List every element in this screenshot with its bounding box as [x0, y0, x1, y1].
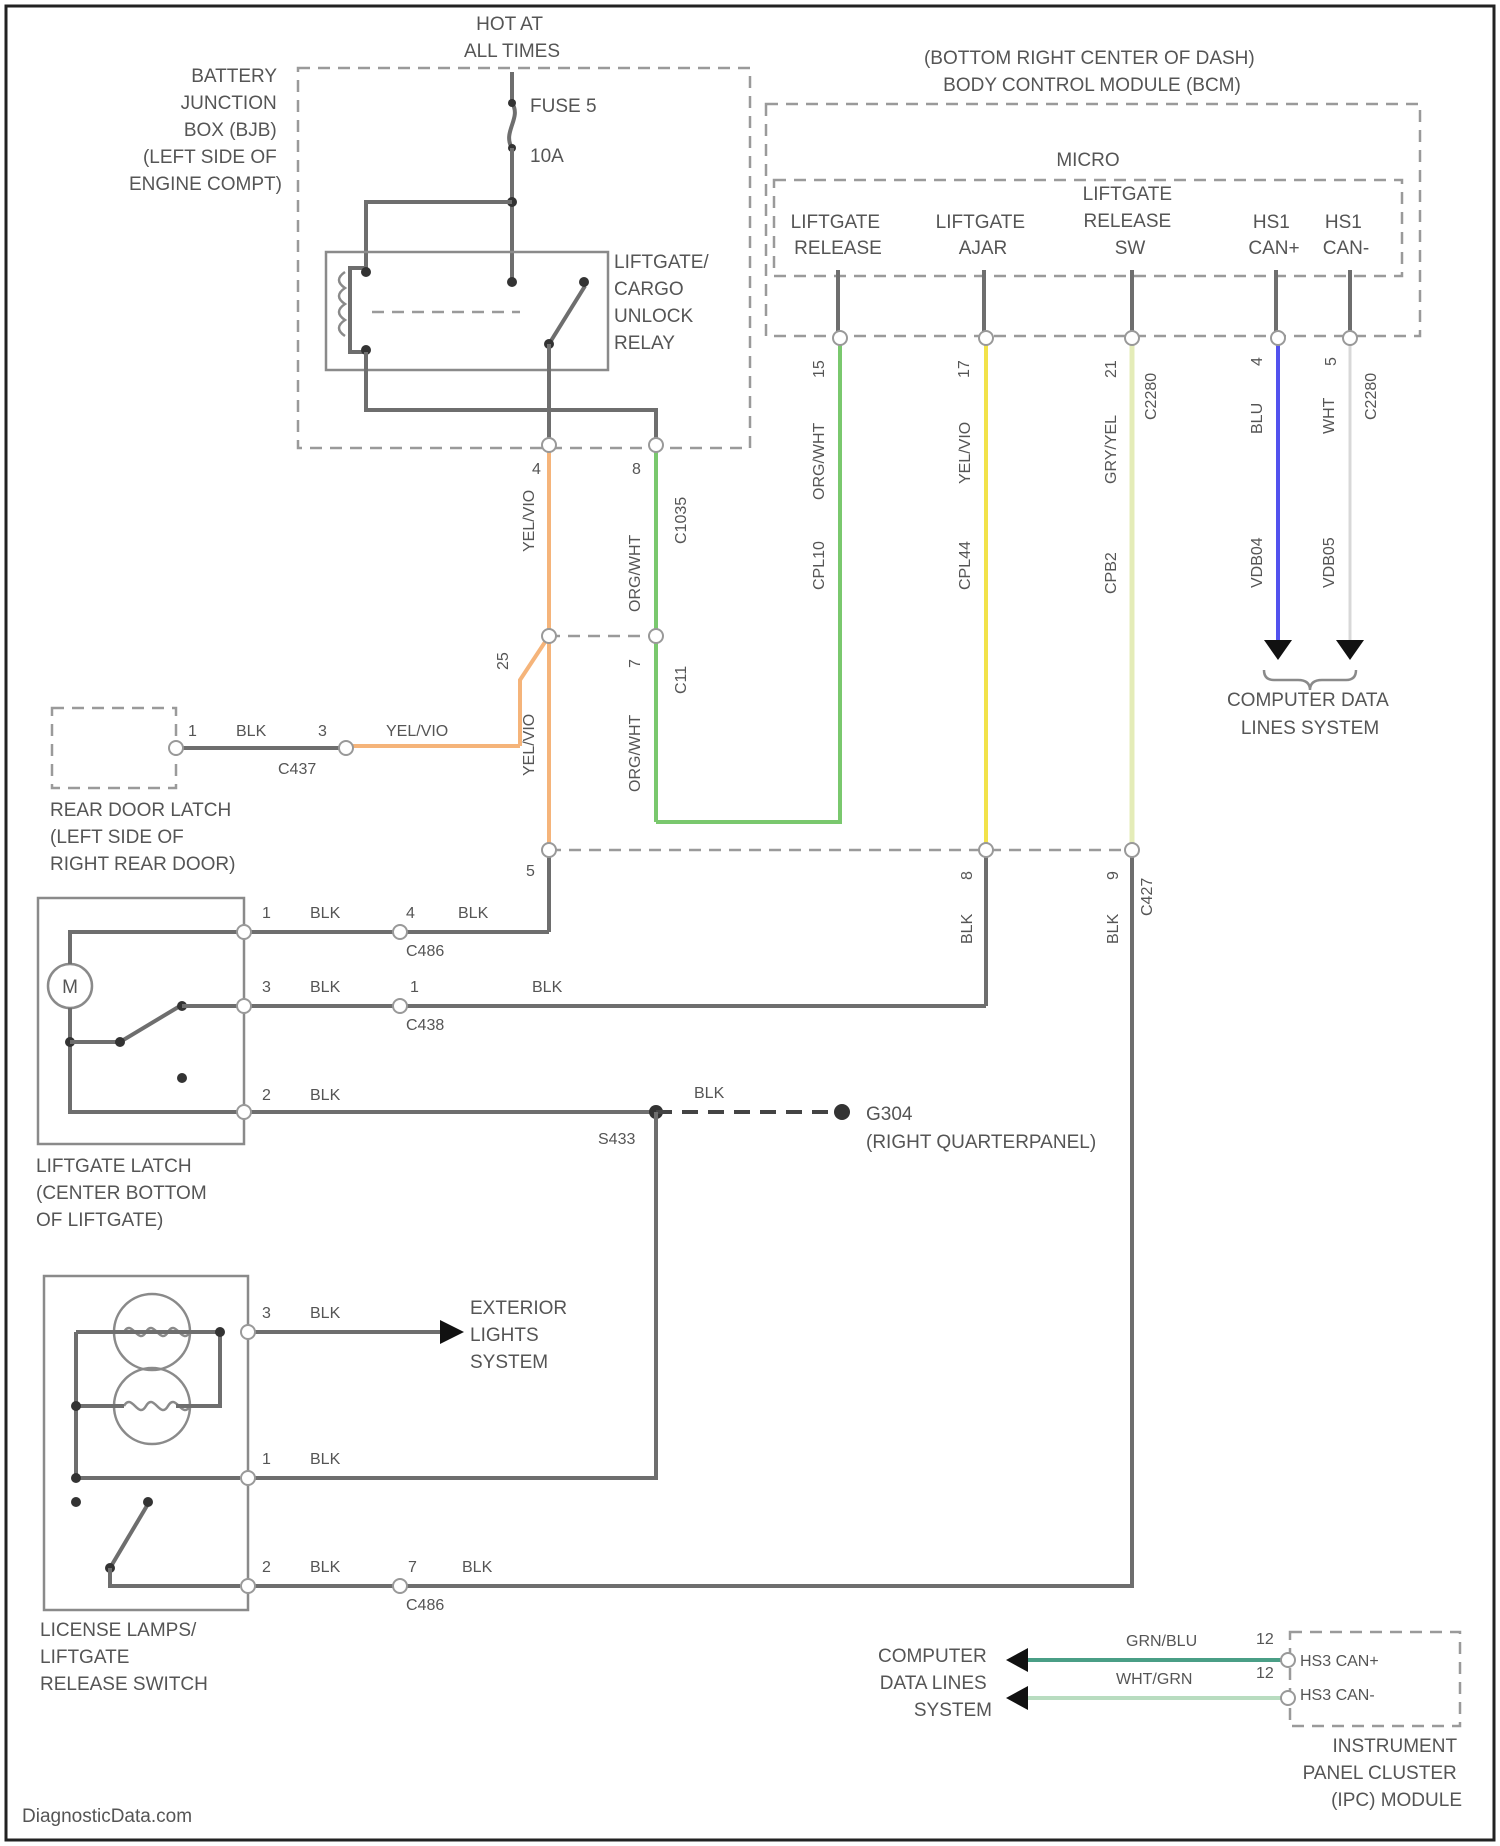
- fuse-rating: 10A: [530, 146, 564, 167]
- wire-label-wht: WHT: [1321, 397, 1338, 434]
- wire-label-blk-l3b: BLK: [532, 979, 563, 996]
- wire-label-wht-grn: WHT/GRN: [1116, 1671, 1192, 1688]
- wire-label-c427: C427: [1139, 878, 1156, 916]
- wire-label-cpl10: CPL10: [811, 541, 828, 590]
- lamp-pin-1: 1: [262, 1451, 271, 1468]
- bottom-pin-8: 8: [959, 871, 976, 880]
- relay-switch-arm: [549, 286, 585, 344]
- bcm-pin-label-liftgate-ajar: LIFTGATE AJAR: [936, 212, 1031, 259]
- wire-label-org-wht-2: ORG/WHT: [811, 422, 828, 500]
- wire-label-cpl44: CPL44: [957, 541, 974, 590]
- license-lamps-label: LICENSE LAMPS/ LIFTGATE RELEASE SWITCH: [40, 1620, 208, 1695]
- liftgate-latch-label: LIFTGATE LATCH (CENTER BOTTOM OF LIFTGAT…: [36, 1156, 212, 1231]
- bcm-pin-num-1: 15: [811, 360, 828, 378]
- latch-pin-1: 1: [262, 905, 271, 922]
- relay-coil: [339, 272, 345, 336]
- fuse-name: FUSE 5: [530, 96, 597, 117]
- wire-label-blk-rear: BLK: [236, 723, 267, 740]
- wire-label-blk-8: BLK: [959, 913, 976, 944]
- wire-label-blk-l2: BLK: [310, 1087, 341, 1104]
- bcm-pin-label-hs1-can-minus: HS1 CAN-: [1323, 212, 1369, 259]
- lamp-pin-3: 3: [262, 1305, 271, 1322]
- bjb-label: BATTERY JUNCTION BOX (BJB) (LEFT SIDE OF…: [129, 66, 282, 195]
- computer-data-lines-top-label: COMPUTER DATA LINES SYSTEM: [1227, 690, 1393, 739]
- splice-pin-25: 25: [495, 652, 512, 670]
- wire-label-vdb04: VDB04: [1249, 537, 1266, 588]
- bcm-pin-label-liftgate-release-sw: LIFTGATE RELEASE SW: [1083, 184, 1178, 259]
- bcm-label: (BOTTOM RIGHT CENTER OF DASH) BODY CONTR…: [924, 48, 1260, 96]
- wire-label-yel-vio: YEL/VIO: [521, 490, 538, 552]
- release-switch-arm: [110, 1504, 148, 1568]
- ipc-pin-num-1: 12: [1256, 1631, 1274, 1648]
- rear-door-latch-label: REAR DOOR LATCH (LEFT SIDE OF RIGHT REAR…: [50, 800, 237, 875]
- hot-at-all-times-label: HOT AT ALL TIMES: [464, 14, 560, 62]
- wire-label-blk-ground: BLK: [694, 1085, 725, 1102]
- lamp-pin-2: 2: [262, 1559, 271, 1576]
- wire-label-org-wht: ORG/WHT: [627, 534, 644, 612]
- wire-label-c1035: C1035: [673, 497, 690, 544]
- motor-label: M: [62, 977, 78, 998]
- bottom-pin-5: 5: [526, 863, 535, 880]
- wire-label-gry-yel: GRY/YEL: [1103, 415, 1120, 484]
- exterior-lights-label: EXTERIOR LIGHTS SYSTEM: [470, 1298, 572, 1373]
- wire-label-c438: C438: [406, 1017, 444, 1034]
- watermark: DiagnosticData.com: [22, 1806, 192, 1827]
- latch-switch-arm: [120, 1006, 180, 1042]
- rear-door-latch-box: [52, 708, 176, 788]
- wire-label-blu: BLU: [1249, 403, 1266, 434]
- latch-pin-2: 2: [262, 1087, 271, 1104]
- bcm-micro-label: MICRO: [1056, 150, 1119, 171]
- computer-data-lines-bottom-label: COMPUTER DATA LINES SYSTEM: [878, 1646, 992, 1721]
- latch-pin-3: 3: [262, 979, 271, 996]
- wire-label-vdb05: VDB05: [1321, 537, 1338, 588]
- conn-pin-1: 1: [410, 979, 419, 996]
- wire-label-org-wht-3: ORG/WHT: [627, 714, 644, 792]
- bjb-pin-a: 4: [532, 461, 541, 478]
- rear-door-latch-pin-3: 3: [318, 723, 327, 740]
- bcm-pin-num-3: 21: [1103, 360, 1120, 378]
- connector-markers: [169, 331, 1357, 1705]
- ipc-pin-num-2: 12: [1256, 1665, 1274, 1682]
- ipc-pin-hs3-can-minus: HS3 CAN-: [1300, 1687, 1375, 1704]
- bottom-pin-9: 9: [1105, 871, 1122, 880]
- ground-label: G304 (RIGHT QUARTERPANEL): [866, 1104, 1096, 1153]
- ground-g304: [834, 1104, 850, 1120]
- wire-label-yel-vio-2: YEL/VIO: [957, 422, 974, 484]
- ipc-boundary: [1290, 1632, 1460, 1726]
- bjb-pin-b: 8: [632, 461, 641, 478]
- wire-label-c486b: C486: [406, 1597, 444, 1614]
- wire-label-cpb2: CPB2: [1103, 552, 1120, 594]
- wire-label-grn-blu: GRN/BLU: [1126, 1633, 1197, 1650]
- conn-pin-7: 7: [408, 1559, 417, 1576]
- rear-door-latch-pin-1: 1: [188, 723, 197, 740]
- fuse-symbol: [509, 103, 515, 148]
- wire-label-yel-vio-rear: YEL/VIO: [386, 723, 448, 740]
- wire-label-c2280: C2280: [1143, 373, 1160, 420]
- bcm-pin-label-liftgate-release: LIFTGATE RELEASE: [791, 212, 886, 259]
- wire-label-blk-l3: BLK: [310, 979, 341, 996]
- wire-label-blk-lamp1: BLK: [310, 1451, 341, 1468]
- wire-label-yel-vio-3: YEL/VIO: [521, 714, 538, 776]
- splice-pin-7: 7: [627, 659, 644, 668]
- wire-label-c2280b: C2280: [1363, 373, 1380, 420]
- bcm-pin-num-2: 17: [956, 360, 973, 378]
- conn-pin-4: 4: [406, 905, 415, 922]
- wire-label-blk-lamp2: BLK: [310, 1559, 341, 1576]
- bcm-pin-num-5: 5: [1323, 357, 1340, 366]
- splice-s433-label: S433: [598, 1131, 635, 1148]
- bcm-pin-label-hs1-can-plus: HS1 CAN+: [1248, 212, 1299, 259]
- bcm-pin-num-4: 4: [1249, 357, 1266, 366]
- wire-label-c486: C486: [406, 943, 444, 960]
- wire-label-c437: C437: [278, 761, 316, 778]
- ipc-pin-hs3-can-plus: HS3 CAN+: [1300, 1653, 1379, 1670]
- wire-label-blk-lamp3: BLK: [310, 1305, 341, 1322]
- wire-label-blk-l1b: BLK: [458, 905, 489, 922]
- wire-label-blk-lamp2b: BLK: [462, 1559, 493, 1576]
- wire-label-c11: C11: [673, 666, 690, 694]
- wire-label-blk-l1: BLK: [310, 905, 341, 922]
- wire-label-blk-9: BLK: [1105, 913, 1122, 944]
- relay-label: LIFTGATE/ CARGO UNLOCK RELAY: [614, 252, 714, 354]
- ipc-label: INSTRUMENT PANEL CLUSTER (IPC) MODULE: [1303, 1736, 1462, 1811]
